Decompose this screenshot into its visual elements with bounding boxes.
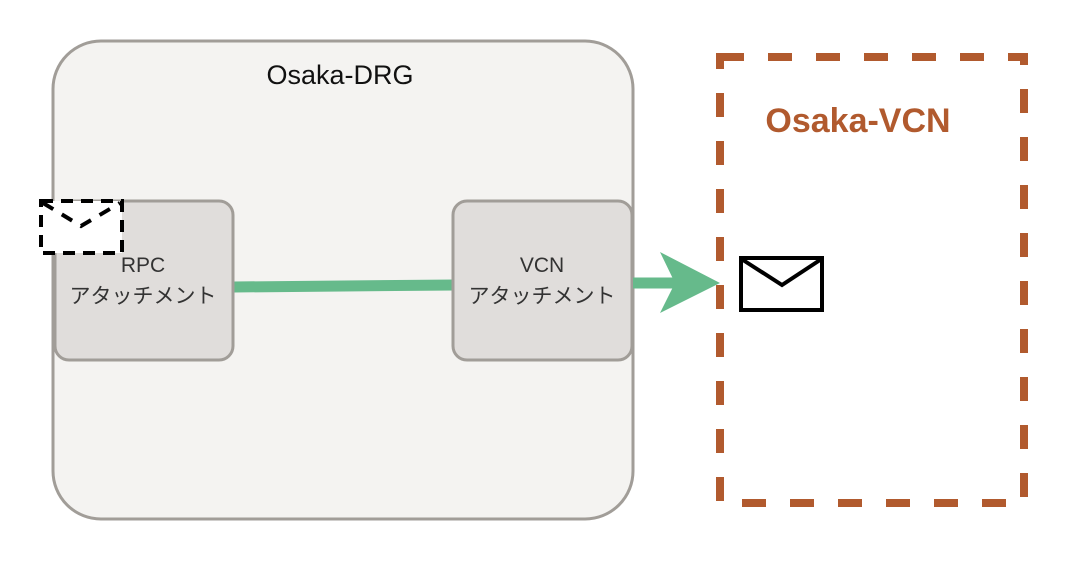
connector-line	[233, 279, 456, 293]
rpc-attachment-label-line2: アタッチメント	[70, 285, 217, 308]
vcn-title: Osaka-VCN	[765, 102, 950, 140]
vcn-attachment-label-line2: アタッチメント	[469, 285, 616, 308]
rpc-attachment-label-line1: RPC	[121, 254, 165, 277]
arrow-to-vcn	[633, 252, 720, 313]
drg-title: Osaka-DRG	[266, 60, 413, 90]
vcn-attachment-box[interactable]	[451, 199, 634, 362]
envelope-icon	[739, 256, 824, 312]
envelope-dashed-icon	[39, 199, 124, 255]
vcn-attachment-label-line1: VCN	[520, 254, 564, 277]
vcn-container[interactable]	[716, 53, 1028, 507]
